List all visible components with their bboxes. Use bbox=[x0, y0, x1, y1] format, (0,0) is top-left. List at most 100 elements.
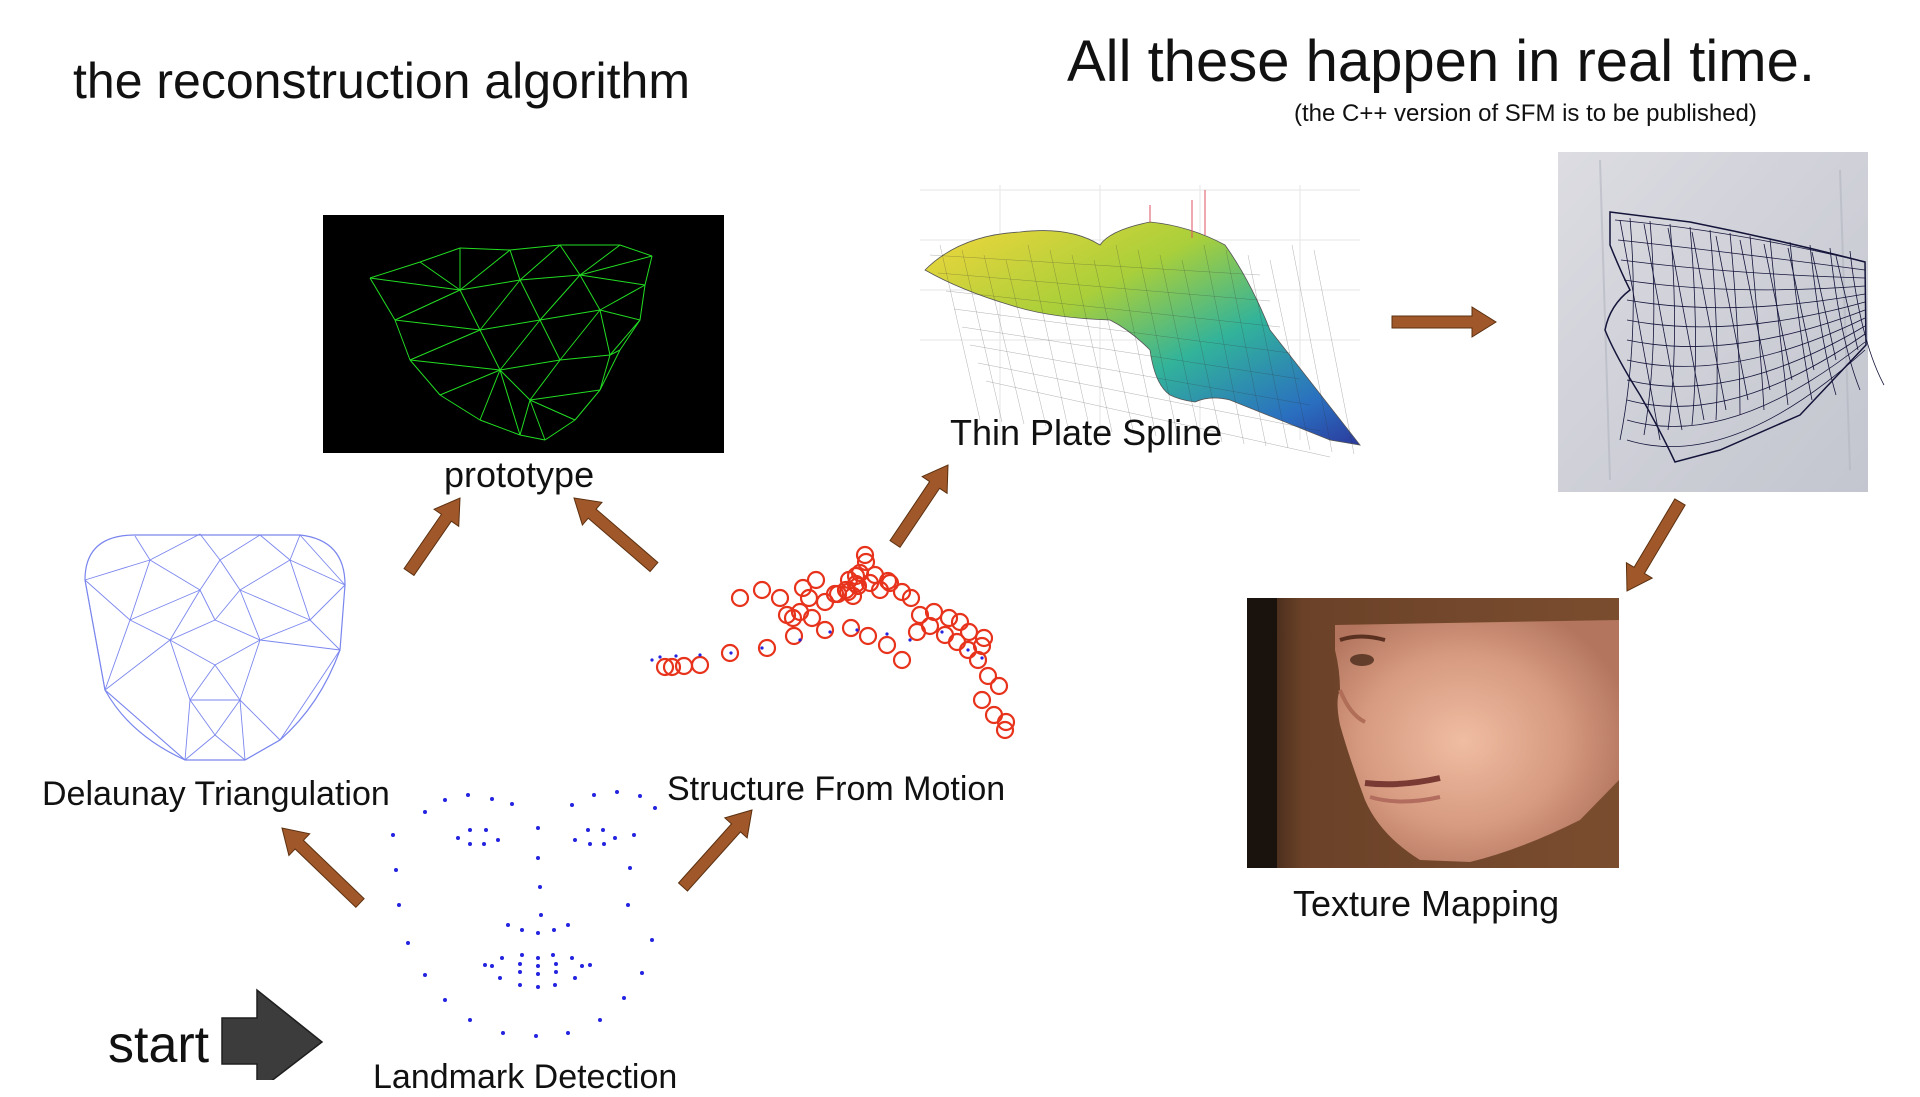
delaunay-edge bbox=[104, 689, 186, 761]
delaunay-edge bbox=[214, 619, 261, 641]
landmark-point bbox=[613, 836, 617, 840]
landmark-point bbox=[506, 923, 510, 927]
prototype-edge bbox=[609, 349, 621, 356]
prototype-edge bbox=[579, 255, 653, 276]
delaunay-edge bbox=[189, 699, 216, 736]
landmark-point bbox=[498, 976, 502, 980]
landmark-point bbox=[622, 996, 626, 1000]
tps-grid-line bbox=[1115, 244, 1157, 437]
delaunay-outline bbox=[84, 534, 346, 761]
arrow-sfm-to-tps bbox=[889, 464, 949, 549]
tps-grid-line bbox=[1313, 249, 1355, 455]
arrow-landmark-to-sfm bbox=[677, 809, 753, 892]
overlay-mesh-line bbox=[1620, 259, 1866, 279]
prototype-edge bbox=[519, 434, 546, 441]
slide-title: the reconstruction algorithm bbox=[73, 53, 690, 109]
tps-grid-line bbox=[929, 254, 1261, 276]
sfm-dot bbox=[658, 655, 662, 659]
label-texture-mapping: Texture Mapping bbox=[1293, 883, 1560, 924]
prototype-edge bbox=[599, 309, 641, 321]
prototype-edge bbox=[559, 354, 611, 361]
landmark-point bbox=[423, 973, 427, 977]
delaunay-mesh-image bbox=[84, 533, 346, 761]
delaunay-edge bbox=[219, 534, 261, 561]
landmark-point bbox=[628, 866, 632, 870]
sfm-point bbox=[802, 608, 822, 628]
overlay-mesh-line bbox=[1811, 251, 1837, 361]
landmark-point bbox=[566, 1031, 570, 1035]
landmark-point bbox=[573, 838, 577, 842]
landmark-point bbox=[588, 842, 592, 846]
sfm-point bbox=[662, 657, 682, 677]
tps-grid-line bbox=[1093, 259, 1135, 435]
overlay-mesh-line bbox=[1849, 250, 1885, 386]
sfm-point bbox=[793, 578, 813, 598]
landmark-point bbox=[500, 956, 504, 960]
sfm-point bbox=[757, 638, 777, 658]
sfm-point bbox=[939, 608, 959, 628]
arrow-tps-to-mesh bbox=[1391, 306, 1497, 338]
sfm-point bbox=[950, 612, 970, 632]
prototype-edge bbox=[574, 389, 601, 421]
landmark-point bbox=[538, 885, 542, 889]
landmark-point bbox=[490, 797, 494, 801]
flow-arrows bbox=[281, 306, 1686, 909]
sfm-dots bbox=[650, 628, 984, 662]
landmark-point bbox=[501, 1031, 505, 1035]
tps-spikes bbox=[1149, 190, 1206, 238]
overlay-mesh-line bbox=[1715, 235, 1749, 401]
sfm-point bbox=[892, 650, 912, 670]
delaunay-edge bbox=[199, 589, 216, 621]
landmark-point bbox=[539, 913, 543, 917]
landmark-point bbox=[484, 828, 488, 832]
delaunay-edge bbox=[199, 533, 221, 561]
delaunay-lines bbox=[84, 533, 346, 761]
delaunay-edge bbox=[169, 589, 201, 641]
thin-plate-spline-image bbox=[920, 185, 1361, 458]
sfm-point bbox=[770, 588, 790, 608]
tps-grid-line bbox=[969, 344, 1311, 406]
delaunay-edge bbox=[259, 534, 291, 561]
prototype-edge bbox=[529, 359, 561, 401]
delaunay-edge bbox=[289, 559, 311, 621]
landmark-point bbox=[536, 856, 540, 860]
landmark-point bbox=[468, 842, 472, 846]
prototype-edge bbox=[499, 369, 521, 436]
landmark-point bbox=[518, 962, 522, 966]
sfm-point bbox=[924, 602, 944, 622]
delaunay-edge bbox=[199, 559, 221, 591]
overlay-mesh-line bbox=[1617, 239, 1866, 271]
prototype-edge bbox=[579, 244, 621, 276]
start-arrow bbox=[221, 988, 324, 1080]
sfm-dot bbox=[980, 656, 984, 660]
tps-grid-line bbox=[939, 244, 981, 421]
landmark-point bbox=[615, 790, 619, 794]
delaunay-edge bbox=[239, 699, 281, 741]
prototype-edge bbox=[529, 389, 601, 401]
overlay-mesh-line bbox=[1626, 293, 1866, 309]
landmark-point bbox=[536, 826, 540, 830]
label-start: start bbox=[108, 1016, 210, 1074]
delaunay-edge bbox=[84, 559, 151, 581]
sfm-point bbox=[880, 573, 900, 593]
sfm-dot bbox=[798, 638, 802, 642]
overlay-mesh-line bbox=[1835, 255, 1859, 351]
landmark-point bbox=[566, 923, 570, 927]
sfm-point bbox=[855, 545, 875, 565]
landmark-point bbox=[482, 842, 486, 846]
sfm-point bbox=[968, 650, 988, 670]
prototype-edge bbox=[619, 244, 653, 257]
landmark-point bbox=[443, 798, 447, 802]
texture-mapping-image bbox=[1247, 598, 1619, 868]
delaunay-edge bbox=[239, 699, 246, 761]
landmark-point bbox=[423, 810, 427, 814]
delaunay-edge bbox=[134, 535, 151, 561]
delaunay-edge bbox=[299, 534, 346, 586]
overlay-mesh-line bbox=[1667, 227, 1705, 421]
tps-grid-line bbox=[945, 290, 1281, 328]
landmark-point bbox=[496, 838, 500, 842]
landmark-point bbox=[394, 868, 398, 872]
overlay-mesh-line bbox=[1729, 232, 1741, 416]
prototype-edge bbox=[369, 277, 461, 291]
